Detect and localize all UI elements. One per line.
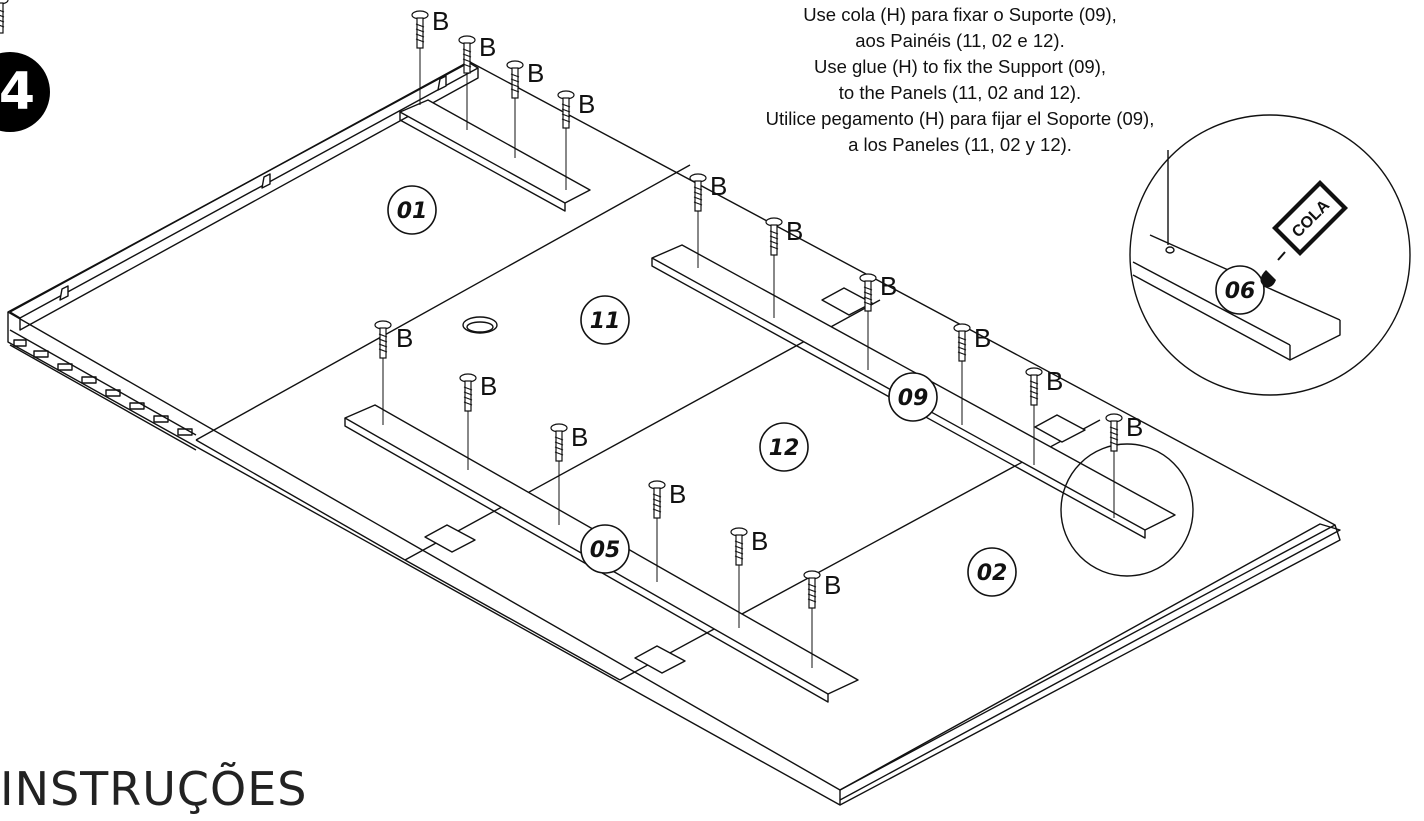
screw-label-b: B [974, 323, 991, 353]
part-circle-12 [759, 422, 809, 472]
screw-label-b: B [578, 89, 595, 119]
cable-hole [462, 316, 498, 334]
part-label-11: 11 [590, 309, 621, 334]
screw-label-b: B [880, 271, 897, 301]
screw-label-b: B [786, 216, 803, 246]
right-rail [839, 523, 1341, 801]
part-circle-09 [888, 372, 938, 422]
part-circle-11 [580, 295, 630, 345]
screws [0, 0, 9, 34]
screw-label-b: B [1126, 412, 1143, 442]
screw-label-b: B [751, 526, 768, 556]
screw-label-b: B [396, 323, 413, 353]
footer-title: INSTRUÇÕES [0, 762, 308, 816]
part-label-09: 09 [898, 386, 929, 411]
part-labels [387, 185, 1265, 597]
screw-label-b: B [710, 171, 727, 201]
front-slats [9, 329, 197, 451]
screw-label-b: B [824, 570, 841, 600]
glue-tag-icon: COLA [1260, 180, 1348, 288]
instruction-en-line-2: to the Panels (11, 02 and 12). [838, 82, 1082, 103]
instruction-es-line-2: a los Paneles (11, 02 y 12). [848, 134, 1072, 155]
joint-11-12 [404, 299, 881, 561]
board-edge-right [839, 524, 1341, 806]
screw-label-b: B [571, 422, 588, 452]
board-edge-front [7, 312, 841, 806]
joint-plates [424, 287, 1086, 674]
screw-label-b: B [1046, 366, 1063, 396]
part-label-01: 01 [397, 199, 428, 224]
part-circle-01 [387, 185, 437, 235]
instruction-es-line-1: Utilice pegamento (H) para fijar el Sopo… [765, 108, 1155, 129]
part-circle-05 [580, 524, 630, 574]
rail-brackets [59, 75, 447, 301]
instruction-en-line-1: Use glue (H) to fix the Support (09), [813, 56, 1107, 77]
part-circle-02 [967, 547, 1017, 597]
screw-label-b: B [479, 32, 496, 62]
instruction-pt-line-2: aos Painéis (11, 02 e 12). [855, 30, 1065, 51]
screw-label-b: B [432, 6, 449, 36]
joint-12-02 [619, 419, 1101, 681]
joint-01-11 [195, 164, 691, 441]
part-label-05: 05 [590, 538, 621, 563]
screw-label-b: B [480, 371, 497, 401]
instruction-pt-line-1: Use cola (H) para fixar o Suporte (09), [803, 4, 1117, 25]
part-label-12: 12 [769, 436, 800, 461]
support-upper-left [399, 99, 591, 204]
screw-label-b: B [527, 58, 544, 88]
screw-labels: B B B B B B B B B B B B B B B B [396, 6, 1143, 600]
part-label-02: 02 [977, 561, 1008, 586]
instruction-text: Use cola (H) para fixar o Suporte (09), … [700, 2, 1220, 158]
part-label-06: 06 [1225, 279, 1256, 304]
part-circle-06 [1215, 265, 1265, 315]
detail-marker-circle [1060, 443, 1194, 577]
screw-label-b: B [669, 479, 686, 509]
